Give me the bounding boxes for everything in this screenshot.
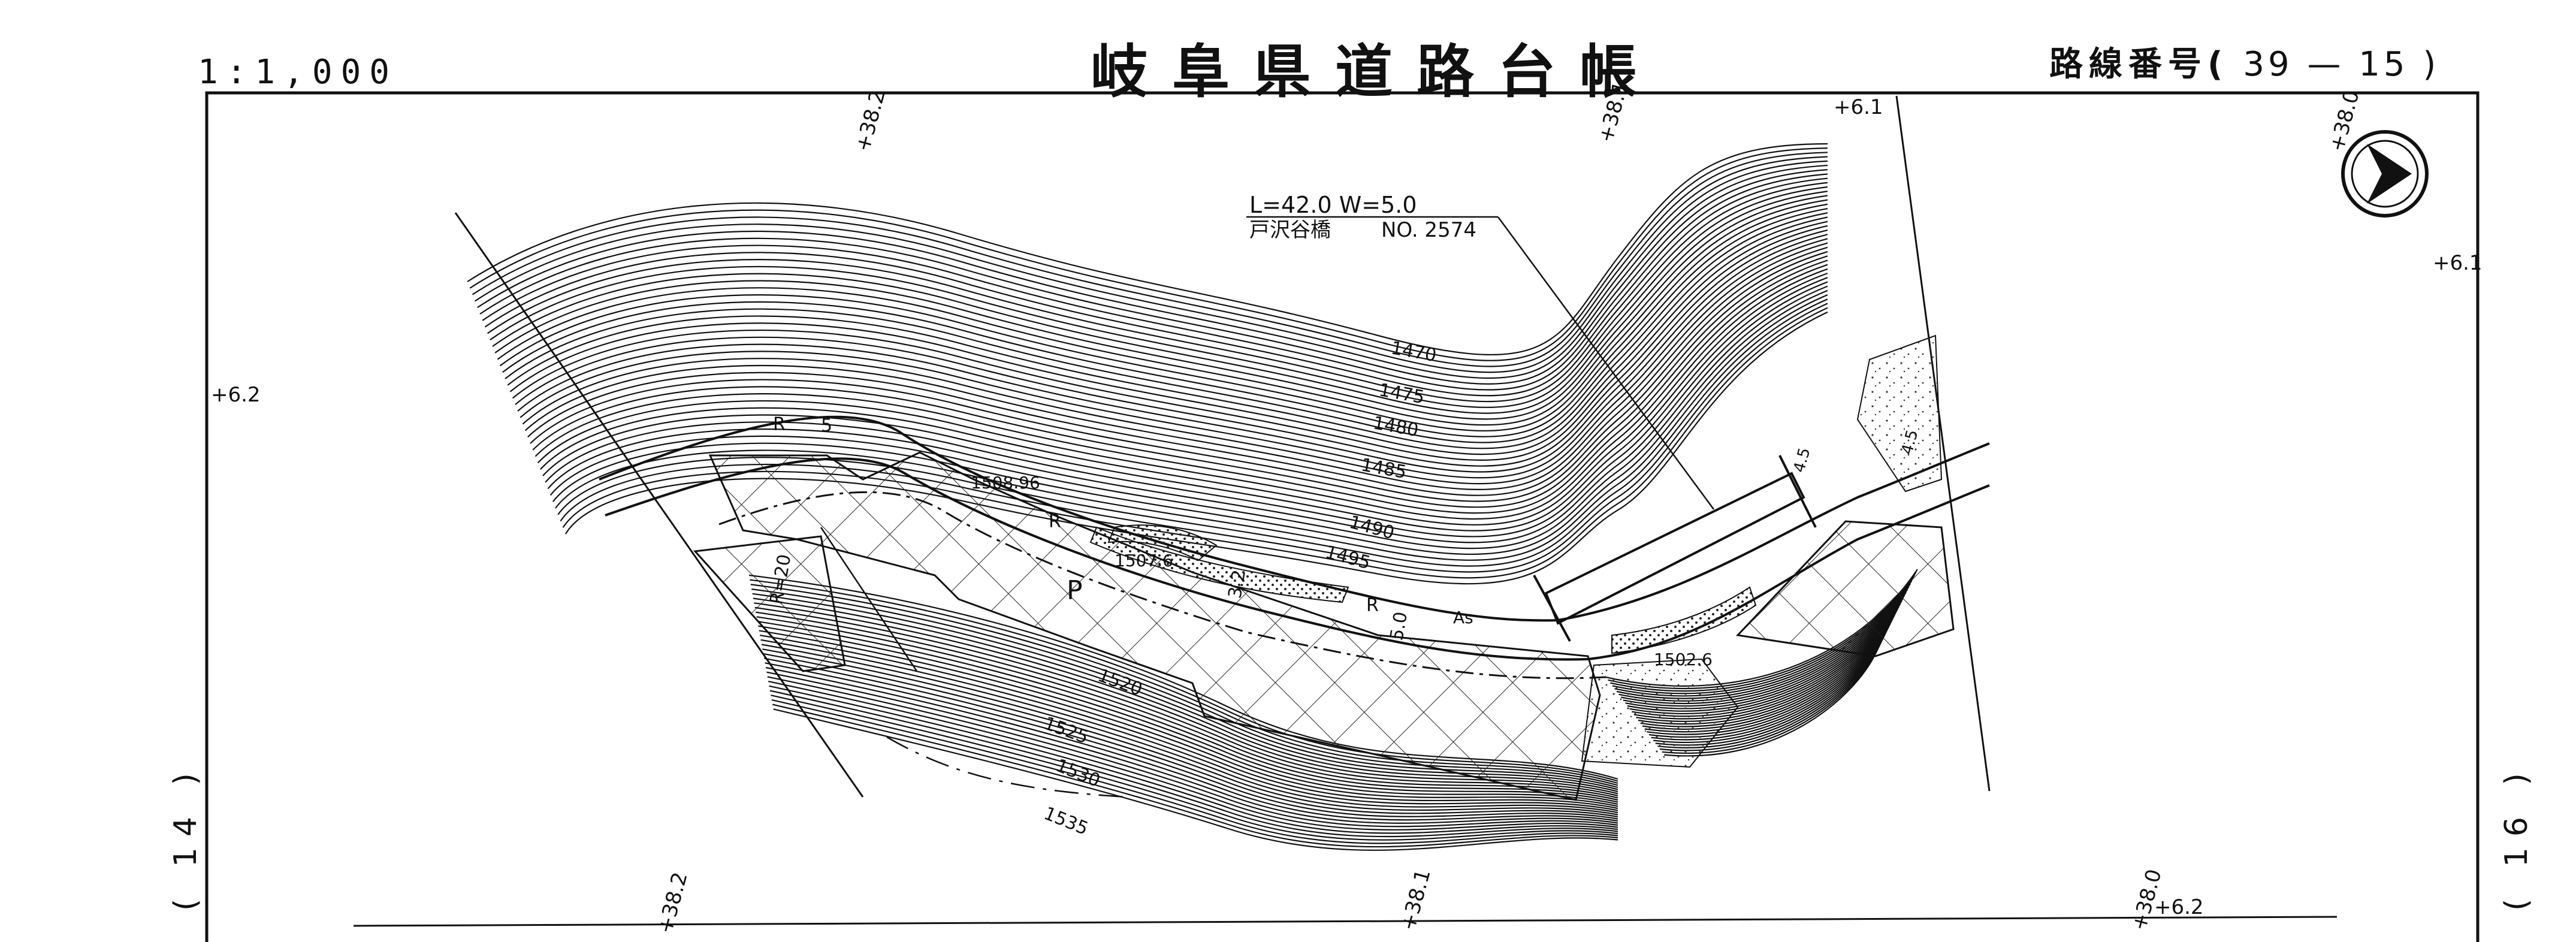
- tick-382-top: +38.2: [851, 87, 890, 154]
- road-label-w45a: 4.5: [1790, 446, 1814, 475]
- dimension-line: [820, 527, 918, 672]
- route-number: 路線番号( 39 — 15 ): [2049, 37, 2439, 86]
- slope-area: [1581, 658, 1739, 768]
- road: [599, 415, 1990, 680]
- tick-61-top: +6.1: [1834, 95, 1883, 119]
- adjacent-sheet-right: ( 16 ): [2499, 762, 2535, 911]
- elevation-2: 1507.6: [1115, 551, 1173, 570]
- tick-382-bottom: +38.2: [653, 869, 693, 936]
- tick-61-right: +6.1: [2433, 251, 2483, 275]
- adjacent-sheet-left: ( 14 ): [168, 762, 204, 911]
- scale-label: 1:1,000: [198, 53, 398, 92]
- route-number-close: ): [2423, 45, 2440, 84]
- retaining-wall-band-2: [1107, 524, 1218, 561]
- contour-label-1535: 1535: [1041, 803, 1091, 840]
- road-label-p: P: [1067, 575, 1083, 606]
- base-line: [353, 916, 2338, 927]
- map-frame: [205, 91, 2480, 942]
- contour-label-1470: 1470: [1390, 337, 1438, 366]
- elevation-1: 1508.96: [971, 473, 1040, 493]
- road-label-r1: R: [773, 414, 786, 435]
- tick-62-left: +6.2: [211, 383, 261, 407]
- route-number-b: 15: [2358, 45, 2409, 84]
- retaining-wall-band: [1089, 526, 1349, 603]
- road-label-as: As: [1453, 608, 1473, 627]
- road-label-w32: 3.2: [1224, 568, 1250, 600]
- bridge-number: NO. 2574: [1381, 218, 1476, 242]
- contour-lines-upper: [467, 143, 1828, 585]
- road-label-r3: R: [1366, 595, 1379, 616]
- hatched-parcel-small: [693, 535, 846, 672]
- route-number-a: 39: [2243, 45, 2293, 84]
- north-arrow-icon: [2341, 130, 2429, 218]
- road-label-r2: R: [1049, 511, 1061, 532]
- hatched-parcel-right: [1735, 520, 1955, 657]
- sheet-boundary-left: [454, 212, 864, 798]
- contour-label-1485: 1485: [1360, 454, 1408, 483]
- tick-62-bottom: +6.2: [2154, 895, 2204, 919]
- center-line-lower: [886, 736, 1127, 798]
- bridge-callout-leader: [1497, 216, 1715, 510]
- retaining-wall-band-3: [1611, 586, 1757, 654]
- contour-label-1530: 1530: [1053, 755, 1103, 792]
- bridge-name: 戸沢谷橋: [1249, 218, 1331, 242]
- contour-label-1520: 1520: [1095, 665, 1145, 701]
- route-number-label: 路線番号(: [2049, 45, 2229, 84]
- route-number-dash: —: [2307, 45, 2345, 84]
- road-label-w50: 5.0: [1386, 610, 1412, 642]
- sheet-boundary-right: [1895, 95, 1991, 792]
- slope-area-upper: [1856, 334, 1943, 493]
- bridge-dims: L=42.0 W=5.0: [1249, 192, 1417, 218]
- tick-380-top: +38.0: [2325, 87, 2364, 154]
- bridge-structure: [1533, 455, 1817, 642]
- tick-381-top: +38.1: [1594, 78, 1633, 145]
- road-label-r5: 5: [821, 415, 832, 436]
- tick-381-bottom: +38.1: [1396, 866, 1436, 933]
- elevation-3: 1502.6: [1654, 650, 1713, 669]
